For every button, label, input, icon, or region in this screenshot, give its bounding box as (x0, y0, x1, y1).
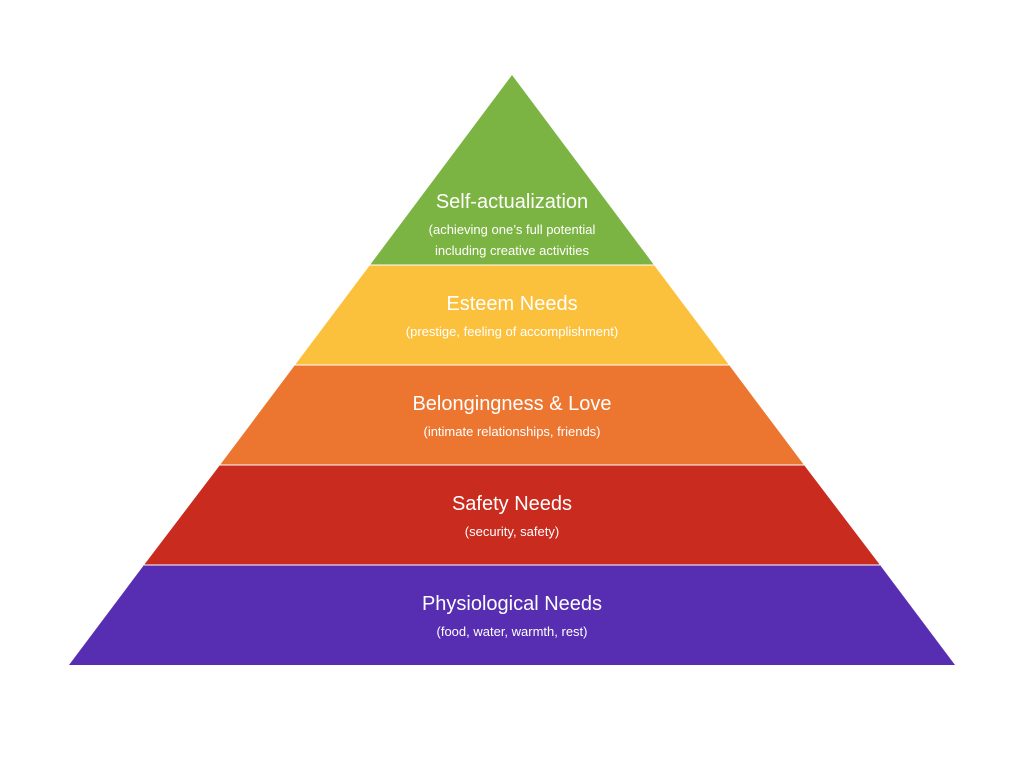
tier-belongingness-desc: (intimate relationships, friends) (423, 424, 600, 439)
tier-self-actualization-title: Self-actualization (436, 191, 588, 213)
tier-esteem-shape (295, 265, 729, 365)
tier-esteem-title: Esteem Needs (446, 293, 577, 315)
tier-self-actualization-desc-line2: including creative activities (435, 243, 589, 258)
tier-safety-shape (144, 465, 880, 565)
tier-safety-title: Safety Needs (452, 493, 572, 515)
tier-separators (144, 264, 880, 566)
tier-physiological-desc: (food, water, warmth, rest) (437, 624, 588, 639)
tier-physiological-shape (69, 565, 955, 665)
tier-self-actualization-shape (370, 75, 654, 265)
tier-esteem-desc: (prestige, feeling of accomplishment) (406, 324, 618, 339)
tier-belongingness-title: Belongingness & Love (412, 393, 611, 415)
tier-physiological-title: Physiological Needs (422, 593, 602, 615)
tier-safety-desc: (security, safety) (465, 524, 559, 539)
tier-self-actualization-desc-line1: (achieving one’s full potential (429, 222, 596, 237)
tier-belongingness-shape (220, 365, 804, 465)
